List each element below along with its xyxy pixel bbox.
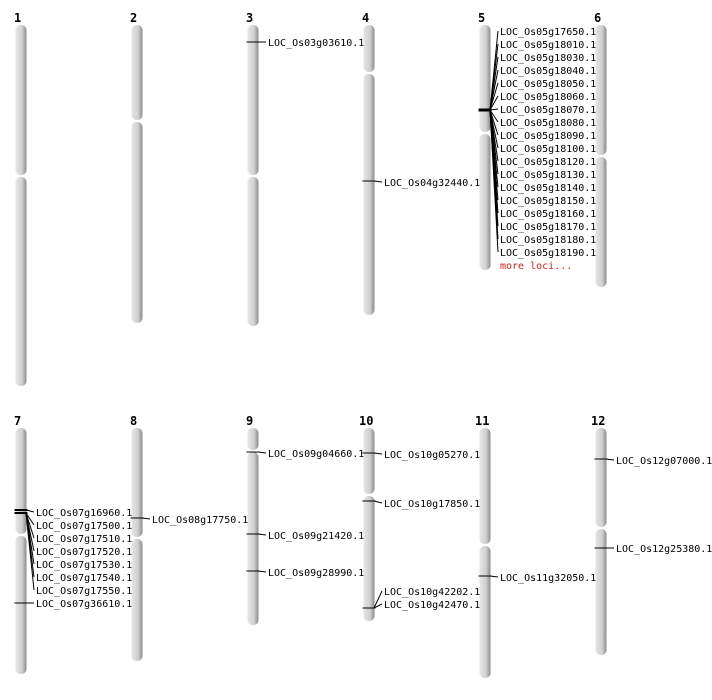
- gene-label[interactable]: LOC_Os10g17850.1: [384, 499, 480, 510]
- gene-connector: [489, 108, 499, 111]
- gene-label[interactable]: LOC_Os05g18180.1: [500, 235, 596, 246]
- gene-label[interactable]: LOC_Os10g05270.1: [384, 450, 480, 461]
- chromosome-number-label: 4: [362, 11, 369, 25]
- gene-label[interactable]: LOC_Os07g17510.1: [36, 534, 132, 545]
- chromosome-q-arm: [479, 134, 491, 270]
- gene-connector: [373, 180, 383, 183]
- gene-connector: [489, 109, 499, 253]
- gene-connector: [373, 500, 383, 504]
- gene-label[interactable]: LOC_Os07g17520.1: [36, 547, 132, 558]
- chromosome-q-arm: [15, 536, 27, 674]
- gene-label[interactable]: LOC_Os05g18150.1: [500, 196, 596, 207]
- chromosome-number-label: 7: [14, 414, 21, 428]
- gene-label[interactable]: LOC_Os07g17540.1: [36, 573, 132, 584]
- chromosome-q-arm: [15, 177, 27, 386]
- chromosome-p-arm: [247, 25, 259, 175]
- chromosome-number-label: 9: [246, 414, 253, 428]
- gene-label[interactable]: LOC_Os04g32440.1: [384, 178, 480, 189]
- gene-connector: [141, 517, 151, 520]
- gene-label[interactable]: LOC_Os10g42202.1: [384, 587, 480, 598]
- gene-connector: [489, 575, 499, 578]
- gene-connector: [605, 458, 615, 461]
- gene-connector: [25, 512, 35, 526]
- gene-connector: [373, 603, 383, 609]
- gene-label[interactable]: LOC_Os09g21420.1: [268, 531, 364, 542]
- chromosome-p-arm: [247, 428, 259, 450]
- gene-connector: [373, 590, 383, 609]
- gene-label[interactable]: LOC_Os05g18090.1: [500, 131, 596, 142]
- more-loci-link[interactable]: more loci...: [500, 261, 572, 272]
- gene-label[interactable]: LOC_Os05g18130.1: [500, 170, 596, 181]
- gene-connector: [489, 69, 499, 111]
- gene-label[interactable]: LOC_Os05g18190.1: [500, 248, 596, 259]
- gene-label[interactable]: LOC_Os07g17530.1: [36, 560, 132, 571]
- chromosome-p-arm: [595, 25, 607, 155]
- gene-label[interactable]: LOC_Os08g17750.1: [152, 515, 248, 526]
- gene-label[interactable]: LOC_Os05g18030.1: [500, 53, 596, 64]
- chromosome-p-arm: [15, 25, 27, 175]
- gene-label[interactable]: LOC_Os05g18160.1: [500, 209, 596, 220]
- chromosome-p-arm: [131, 25, 143, 120]
- gene-label[interactable]: LOC_Os05g18170.1: [500, 222, 596, 233]
- gene-label[interactable]: LOC_Os07g17550.1: [36, 586, 132, 597]
- chromosome-q-arm: [363, 74, 375, 315]
- chromosome-number-label: 8: [130, 414, 137, 428]
- gene-label[interactable]: LOC_Os09g04660.1: [268, 449, 364, 460]
- gene-connector: [489, 109, 499, 123]
- chromosome-number-label: 6: [594, 11, 601, 25]
- gene-label[interactable]: LOC_Os07g17500.1: [36, 521, 132, 532]
- chromosome-number-label: 1: [14, 11, 21, 25]
- gene-label[interactable]: LOC_Os05g18120.1: [500, 157, 596, 168]
- chromosome-number-label: 2: [130, 11, 137, 25]
- chromosome-q-arm: [595, 157, 607, 287]
- chromosome-p-arm: [131, 428, 143, 537]
- chromosome-q-arm: [131, 122, 143, 323]
- gene-label[interactable]: LOC_Os10g42470.1: [384, 600, 480, 611]
- gene-label[interactable]: LOC_Os05g18080.1: [500, 118, 596, 129]
- chromosome-p-arm: [363, 25, 375, 72]
- gene-connector: [25, 509, 35, 513]
- gene-label[interactable]: LOC_Os05g17650.1: [500, 27, 596, 38]
- gene-connector: [489, 82, 499, 111]
- gene-connector: [257, 533, 267, 536]
- gene-label[interactable]: LOC_Os05g18100.1: [500, 144, 596, 155]
- chromosome-q-arm: [479, 546, 491, 678]
- chromosome-p-arm: [15, 428, 27, 534]
- chromosome-number-label: 5: [478, 11, 485, 25]
- chromosome-p-arm: [479, 428, 491, 544]
- gene-connector: [257, 570, 267, 573]
- gene-label[interactable]: LOC_Os07g36610.1: [36, 599, 132, 610]
- gene-connector: [489, 95, 499, 111]
- gene-label[interactable]: LOC_Os11g32050.1: [500, 573, 596, 584]
- gene-connector: [25, 512, 35, 591]
- gene-label[interactable]: LOC_Os09g28990.1: [268, 568, 364, 579]
- chromosome-number-label: 10: [359, 414, 373, 428]
- chromosome-p-arm: [595, 428, 607, 527]
- gene-connector: [373, 452, 383, 455]
- gene-connector: [257, 451, 267, 454]
- gene-label[interactable]: LOC_Os05g18060.1: [500, 92, 596, 103]
- gene-label[interactable]: LOC_Os03g03610.1: [268, 38, 364, 49]
- gene-label[interactable]: LOC_Os05g18140.1: [500, 183, 596, 194]
- chromosome-number-label: 3: [246, 11, 253, 25]
- chromosome-q-arm: [247, 452, 259, 625]
- gene-label[interactable]: LOC_Os12g25380.1: [616, 544, 712, 555]
- gene-label[interactable]: LOC_Os07g16960.1: [36, 508, 132, 519]
- gene-label[interactable]: LOC_Os05g18050.1: [500, 79, 596, 90]
- chromosome-number-label: 11: [475, 414, 489, 428]
- gene-label[interactable]: LOC_Os12g07000.1: [616, 456, 712, 467]
- chromosome-q-arm: [363, 496, 375, 621]
- gene-label[interactable]: LOC_Os05g18040.1: [500, 66, 596, 77]
- chromosome-q-arm: [247, 177, 259, 326]
- chromosome-q-arm: [131, 539, 143, 661]
- chromosome-p-arm: [479, 25, 491, 132]
- chromosome-q-arm: [595, 529, 607, 655]
- gene-label[interactable]: LOC_Os05g18010.1: [500, 40, 596, 51]
- chromosome-p-arm: [363, 428, 375, 494]
- chromosome-number-label: 12: [591, 414, 605, 428]
- gene-label[interactable]: LOC_Os05g18070.1: [500, 105, 596, 116]
